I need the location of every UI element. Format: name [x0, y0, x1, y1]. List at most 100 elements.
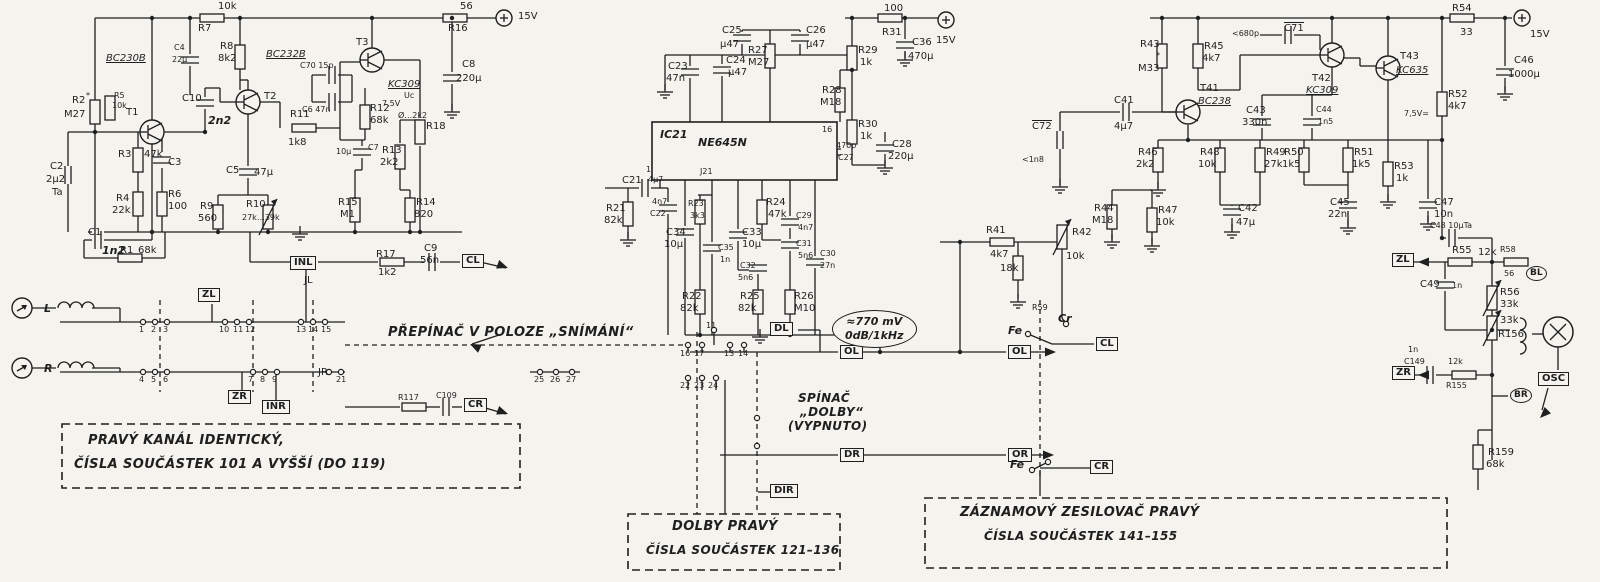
label-8k2: 8k2	[218, 53, 237, 64]
label-c22: C22	[650, 209, 666, 218]
resistor-symbol	[784, 289, 796, 315]
label-fe: Fe	[1010, 458, 1025, 471]
label-zl: ZL	[198, 288, 220, 302]
switch-contact	[710, 326, 718, 334]
label-r52: R52	[1448, 89, 1468, 100]
label-r24: R24	[766, 197, 786, 208]
label-24: 24	[708, 381, 719, 390]
label-1n: 1n	[1452, 281, 1463, 290]
label-r4: R4	[116, 193, 130, 204]
label-11: 11	[706, 321, 717, 330]
label-100: 100	[168, 201, 188, 212]
switch-contact	[249, 368, 257, 376]
label-r44: R44	[1094, 203, 1114, 214]
junction-dot	[1185, 137, 1191, 143]
label-10: 10	[219, 325, 230, 334]
resistor-symbol	[1192, 43, 1204, 69]
resistor-symbol	[404, 197, 416, 223]
label-220: 220µ	[888, 151, 914, 162]
signal-arrow-icon	[1043, 450, 1054, 460]
label-c9: C9	[424, 243, 438, 254]
junction-dot	[1439, 235, 1445, 241]
label-r58: R58	[1500, 245, 1516, 254]
label-r43: R43	[1140, 39, 1160, 50]
label-25: 25	[534, 375, 545, 384]
label-4: 4	[139, 375, 145, 384]
label-33: 33	[1460, 27, 1473, 38]
label-r46: R46	[1138, 147, 1158, 158]
potentiometer-wiper	[271, 199, 277, 206]
head-coil-symbol	[1519, 317, 1527, 355]
switch-contact	[684, 374, 692, 382]
resistor-symbol	[132, 191, 144, 217]
label-1000: 1000µ	[1508, 69, 1540, 80]
label-c5: C5	[226, 165, 240, 176]
label-r54: R54	[1452, 3, 1472, 14]
label-27k: 27k	[1264, 159, 1283, 170]
label-ta: Ta	[52, 187, 63, 198]
label-c70-15p: C70 15p	[300, 61, 334, 70]
junction-dot	[449, 15, 455, 21]
resistor-symbol	[234, 44, 246, 70]
transistor-symbol	[1183, 102, 1199, 111]
label-82k: 82k	[604, 215, 623, 226]
label-t3: T3	[356, 37, 369, 48]
switch-contact	[321, 318, 329, 326]
resistor-symbol	[1254, 147, 1266, 173]
label-15v: 15V	[518, 11, 538, 22]
label-5: 5	[151, 375, 157, 384]
label-r159: R159	[1488, 447, 1515, 458]
label-r6: R6	[168, 189, 182, 200]
label-r155: R155	[1446, 381, 1467, 390]
label-68k: 68k	[1486, 459, 1505, 470]
label-kc309: KC309	[388, 79, 421, 90]
label-r21: R21	[606, 203, 626, 214]
label-: *	[1156, 51, 1160, 60]
label-r56: R56	[1500, 287, 1520, 298]
label-r53: R53	[1394, 161, 1414, 172]
signal-arrow-icon	[496, 260, 508, 269]
label-bc238: BC238	[1198, 96, 1231, 107]
junction-dot	[1385, 15, 1391, 21]
label-m1: M1	[340, 209, 355, 220]
switch-contact	[1062, 320, 1070, 328]
signal-arrow-icon	[496, 406, 508, 415]
label-c25: C25	[722, 25, 742, 36]
label-c43: C43	[1246, 105, 1266, 116]
label-m18: M18	[820, 97, 842, 108]
label-c41: C41	[1114, 95, 1134, 106]
label-r50: R50	[1284, 147, 1304, 158]
signal-arrow-icon	[470, 344, 482, 353]
label-1n: 1n	[720, 255, 731, 264]
resistor-symbol	[1472, 444, 1484, 470]
label-4k7: 4k7	[1448, 101, 1467, 112]
switch-contact	[712, 374, 720, 382]
resistor-symbol	[1106, 204, 1118, 230]
label-r30: R30	[858, 119, 878, 130]
label-7-5v: 7,5V	[382, 99, 401, 108]
potentiometer-wiper	[1065, 219, 1071, 226]
switch-contact	[163, 368, 171, 376]
junction-dot	[237, 15, 243, 21]
label-1: 1	[139, 325, 145, 334]
switch-contact	[261, 368, 269, 376]
transistor-symbol	[367, 50, 383, 59]
junction-dot	[369, 15, 375, 21]
label-100: 100	[884, 3, 904, 14]
label-c149: C149	[1404, 357, 1425, 366]
label-8: 8	[260, 375, 266, 384]
junction-dot	[1489, 327, 1495, 333]
signal-arrow-icon	[1418, 370, 1429, 380]
label-r18: R18	[426, 121, 446, 132]
label-m10: M10	[794, 303, 816, 314]
resistor-symbol	[1152, 147, 1164, 173]
resistor-symbol	[694, 289, 706, 315]
label-470: 470µ	[908, 51, 934, 62]
label-c47: C47	[1434, 197, 1454, 208]
resistor-symbol	[104, 95, 116, 121]
resistor-symbol	[1503, 257, 1529, 267]
label-r2: R2	[72, 95, 86, 106]
junction-dot	[149, 229, 155, 235]
